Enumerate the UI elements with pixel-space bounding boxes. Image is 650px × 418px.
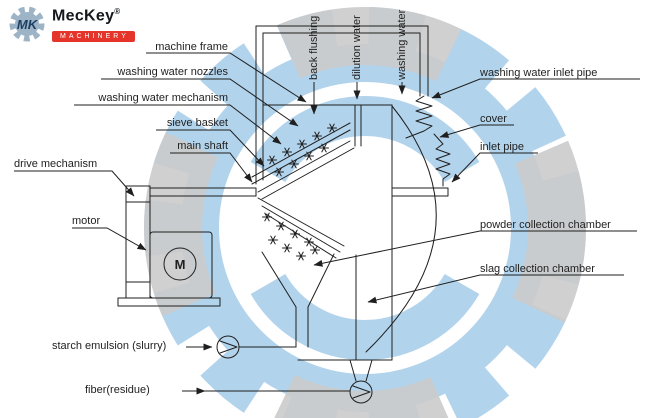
spring-symbols (405, 95, 451, 187)
motor-base (117, 297, 221, 307)
logo-machinery-banner: MACHINERY (52, 31, 135, 43)
label-starch-emulsion: starch emulsion (slurry) (52, 340, 167, 352)
leader-inlet-pipe (451, 152, 538, 183)
label-washing-water: washing water (396, 9, 408, 80)
logo-brand-name: MecKey® (52, 7, 135, 25)
label-inlet-pipe: inlet pipe (480, 141, 525, 153)
label-main-shaft: main shaft (177, 140, 228, 152)
main-shaft-drawing (149, 187, 257, 197)
label-machine-frame: machine frame (155, 41, 228, 53)
machine-frame-drawing (262, 104, 437, 361)
logo-registered-mark: ® (114, 7, 121, 16)
cover-arc (365, 105, 437, 353)
leader-washing-water-inlet-pipe (431, 78, 640, 99)
label-washing-water-inlet-pipe: washing water inlet pipe (480, 67, 598, 79)
leader-washing-water-nozzles (101, 78, 299, 127)
motor-letter: M (175, 257, 186, 272)
leader-sieve-basket (156, 129, 265, 167)
watermark-gear (144, 7, 586, 418)
leader-motor (72, 227, 147, 251)
leader-drive-mechanism (14, 170, 135, 197)
label-washing-water-mechanism: washing water mechanism (98, 92, 228, 104)
label-sieve-basket: sieve basket (166, 117, 228, 129)
label-dilution-water: dilution water (351, 15, 363, 80)
label-motor: motor (72, 215, 101, 227)
pump-symbol-slurry (216, 335, 240, 359)
sieve-basket-drawing (251, 122, 355, 259)
leader-powder-collection-chamber (313, 230, 637, 267)
leader-lines (14, 52, 640, 395)
leader-washing-water-mechanism (74, 104, 282, 145)
logo-gear-icon: MK (9, 6, 45, 42)
leader-cover (439, 124, 514, 138)
label-back-flushing: back flushing (308, 15, 320, 80)
label-powder-collection-chamber: powder collection chamber (480, 219, 611, 231)
label-fiber-residue: fiber(residue) (85, 384, 150, 396)
leader-slag-collection-chamber (367, 274, 624, 304)
leader-machine-frame (146, 52, 307, 103)
dilution-pipe (354, 104, 362, 147)
motor-symbol (163, 247, 197, 281)
collection-chambers-drawing (204, 251, 373, 392)
inlet-pipe-drawing (391, 187, 449, 197)
logo-texts: MecKey® MACHINERY (52, 3, 135, 43)
logo-brand-text: MecKey (52, 7, 115, 25)
watermark-swoosh (144, 7, 586, 418)
drive-mechanism-drawing: M (117, 185, 221, 307)
label-slag-collection-chamber: slag collection chamber (480, 263, 595, 275)
logo-monogram: MK (17, 17, 39, 32)
label-cover: cover (480, 113, 507, 125)
leader-main-shaft (170, 152, 253, 183)
machine-drawing: M (117, 25, 451, 404)
label-drive-mechanism: drive mechanism (14, 158, 98, 170)
label-washing-water-nozzles: washing water nozzles (117, 66, 228, 78)
pump-symbol-fiber (349, 380, 373, 404)
brand-logo: MK MecKey® MACHINERY (6, 3, 135, 45)
